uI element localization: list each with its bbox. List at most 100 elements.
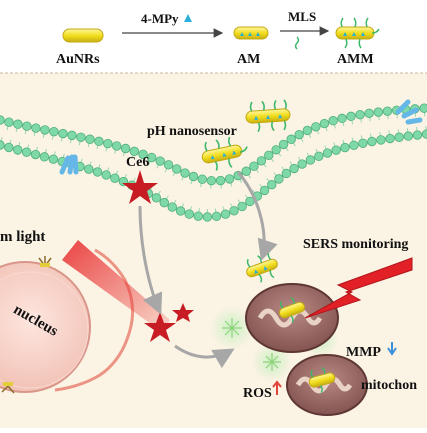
- lipid-head: [260, 186, 269, 195]
- lipid-head: [111, 174, 120, 183]
- lipid-head: [59, 129, 68, 138]
- ph-sensor-label: pH nanosensor: [147, 124, 237, 139]
- sers-label: SERS monitoring: [303, 237, 408, 252]
- lipid-head: [332, 146, 341, 155]
- lipid-head: [341, 143, 350, 152]
- lipid-head: [350, 141, 359, 150]
- lipid-head: [282, 169, 291, 178]
- lipid-head: [386, 134, 395, 143]
- amm-rod: [336, 18, 379, 48]
- aunr-rod: [63, 29, 103, 42]
- step1-label: 4-MPy: [141, 11, 179, 26]
- lipid-head: [242, 167, 251, 176]
- lipid-head: [40, 153, 49, 162]
- lipid-head: [312, 122, 321, 131]
- lipid-head: [152, 194, 161, 203]
- lipid-head: [212, 212, 221, 221]
- lipid-head: [95, 137, 104, 146]
- lipid-head: [104, 139, 113, 148]
- lipid-head: [279, 140, 288, 149]
- lipid-head: [93, 168, 102, 177]
- lipid-head: [181, 169, 190, 178]
- aunrs-label: AuNRs: [56, 52, 100, 67]
- lipid-head: [250, 162, 259, 171]
- lipid-head: [338, 114, 347, 123]
- top-synthesis-scheme: AuNRs 4-MPy AM MLS AMM: [56, 9, 379, 67]
- lipid-head: [368, 137, 377, 146]
- lipid-head: [121, 144, 130, 153]
- lipid-head: [5, 118, 14, 127]
- lipid-head: [112, 142, 121, 151]
- lipid-head: [320, 119, 329, 128]
- lipid-head: [377, 136, 386, 145]
- am-rod: [234, 27, 268, 39]
- ce6-label: Ce6: [126, 155, 149, 170]
- lipid-head: [221, 210, 230, 219]
- amm-label: AMM: [337, 52, 374, 67]
- lipid-head: [156, 157, 165, 166]
- lipid-head: [303, 126, 312, 135]
- lipid-head: [13, 146, 22, 155]
- lipid-head: [32, 124, 41, 133]
- lipid-head: [198, 175, 207, 184]
- lipid-head: [230, 206, 239, 215]
- lipid-head: [374, 108, 383, 117]
- lipid-head: [356, 110, 365, 119]
- lipid-head: [290, 164, 299, 173]
- lipid-head: [257, 156, 266, 165]
- step2-label: MLS: [288, 9, 316, 24]
- lipid-head: [295, 130, 304, 139]
- lipid-head: [216, 176, 225, 185]
- lipid-head: [267, 180, 276, 189]
- light-label: m light: [0, 229, 45, 245]
- lipid-head: [22, 148, 31, 157]
- lipid-head: [194, 212, 203, 221]
- lipid-head: [264, 151, 273, 160]
- lipid-head: [395, 133, 404, 142]
- lipid-head: [50, 127, 59, 136]
- mls-peptide-icon: [296, 37, 299, 49]
- lipid-head: [84, 165, 93, 174]
- lipid-head: [272, 145, 281, 154]
- lipid-head: [77, 133, 86, 142]
- lipid-head: [207, 176, 216, 185]
- lipid-head: [323, 149, 332, 158]
- lipid-head: [287, 135, 296, 144]
- am-label: AM: [237, 52, 260, 67]
- mitochondrion: [246, 284, 338, 352]
- lipid-head: [203, 213, 212, 222]
- lipid-head: [189, 172, 198, 181]
- lipid-head: [383, 107, 392, 116]
- lipid-head: [49, 155, 58, 164]
- lipid-head: [164, 161, 173, 170]
- lipid-head: [14, 120, 23, 129]
- lipid-head: [420, 104, 427, 113]
- lipid-head: [298, 160, 307, 169]
- mpy-triangle-icon: [184, 14, 192, 22]
- lipid-head: [185, 210, 194, 219]
- lipid-head: [31, 150, 40, 159]
- lipid-head: [68, 131, 77, 140]
- lipid-head: [329, 116, 338, 125]
- lipid-head: [172, 165, 181, 174]
- lipid-head: [404, 132, 413, 141]
- lipid-head: [238, 202, 247, 211]
- lipid-head: [160, 198, 169, 207]
- lipid-head: [102, 171, 111, 180]
- lipid-head: [86, 135, 95, 144]
- mitochondrion: [287, 355, 367, 415]
- lipid-head: [168, 203, 177, 212]
- lipid-head: [315, 152, 324, 161]
- lipid-head: [23, 122, 32, 131]
- lipid-head: [413, 131, 422, 140]
- lipid-head: [422, 130, 427, 139]
- lipid-head: [41, 126, 50, 135]
- lipid-head: [225, 175, 234, 184]
- ros-label: ROS: [243, 386, 272, 401]
- lipid-head: [365, 109, 374, 118]
- lipid-head: [176, 207, 185, 216]
- mito-label: mitochon: [361, 378, 417, 393]
- mmp-label: MMP: [346, 345, 381, 360]
